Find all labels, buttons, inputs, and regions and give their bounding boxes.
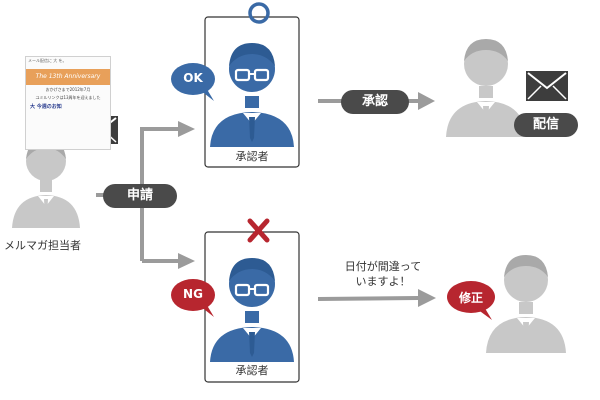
requester-person-revise: [486, 255, 566, 353]
apply-pill: 申請: [103, 184, 177, 208]
mail-envelope-icon-right: [524, 69, 570, 103]
comment-line-1: 日付が間違って: [344, 260, 422, 273]
newsletter-line-1: おかげさまで2012年7月: [45, 87, 91, 92]
reject-cross-icon: [247, 218, 270, 243]
fix-label: 修正: [458, 291, 483, 305]
newsletter-banner: The 13th Anniversary: [26, 69, 110, 85]
ng-speech-bubble: [171, 279, 215, 317]
approver-top-label: 承認者: [235, 150, 269, 163]
approve-pill: 承認: [341, 90, 409, 114]
newsletter-line-2: ユミルリンクは13周年を迎えました: [35, 95, 101, 100]
approver-bottom-label: 承認者: [235, 364, 269, 377]
deliver-pill: 配信: [514, 113, 578, 137]
recipient-person: [446, 39, 526, 137]
requester-label: メルマガ担当者: [4, 239, 81, 252]
ok-speech-bubble: [171, 63, 215, 101]
approve-circle-icon: [248, 2, 270, 24]
approver-top-person: [210, 43, 294, 147]
comment-line-2: いますよ！: [355, 275, 411, 288]
newsletter-subhead: 大 今週のお知: [30, 104, 62, 110]
requester-person: [12, 139, 80, 228]
ok-label: OK: [183, 71, 203, 85]
fix-speech-bubble: [447, 281, 495, 320]
approver-bottom-person: [210, 258, 294, 362]
ng-label: NG: [183, 287, 203, 301]
newsletter-header: メール配信に 大 を。: [28, 58, 67, 63]
newsletter-thumbnail: メール配信に 大 を。 The 13th Anniversary おかげさまで2…: [25, 56, 111, 150]
